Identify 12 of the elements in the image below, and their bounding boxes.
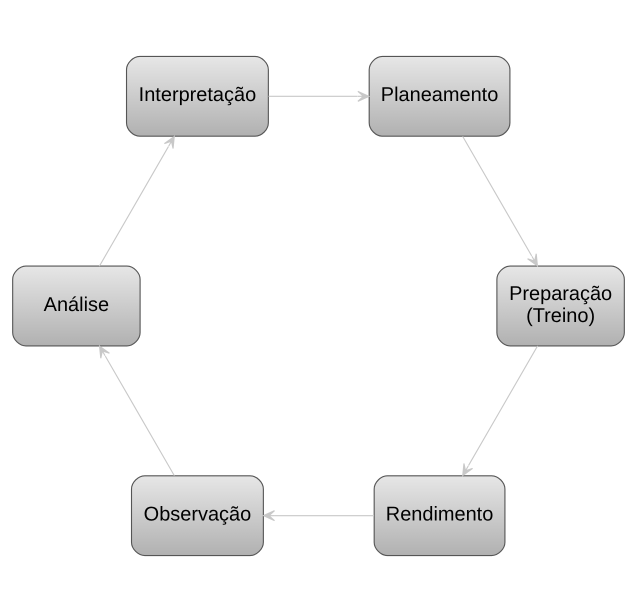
node-box: Observação — [130, 475, 264, 556]
node-box: Análise — [12, 266, 141, 346]
arrow — [98, 136, 175, 266]
node-box: Interpretação — [126, 56, 269, 137]
arrow — [462, 346, 538, 476]
arrow — [262, 510, 374, 522]
node-box: Planeamento — [368, 56, 510, 137]
arrow — [268, 90, 370, 102]
arrow — [462, 136, 538, 266]
node-box: Rendimento — [374, 475, 506, 556]
node-box: Preparação (Treino) — [496, 266, 625, 346]
arrow — [99, 346, 175, 476]
